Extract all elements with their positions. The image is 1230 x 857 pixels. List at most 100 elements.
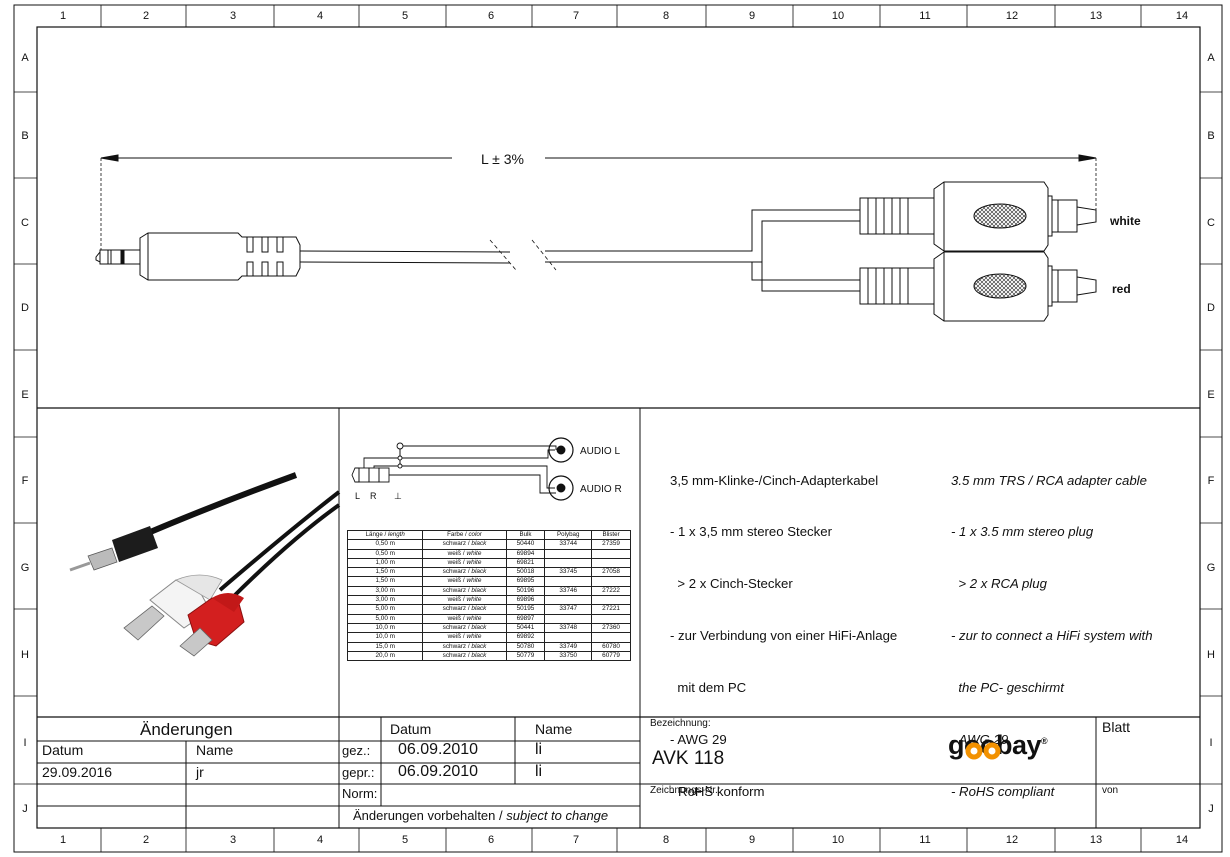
cell-length: 0,50 m: [346, 539, 424, 550]
column-label-bottom: 7: [573, 834, 579, 846]
blatt-label: Blatt: [1102, 719, 1131, 735]
cell-blister: [591, 632, 631, 643]
pin-r-label: R: [370, 491, 377, 501]
row-label-right: C: [1207, 217, 1215, 229]
cell-bulk: 69892: [505, 632, 546, 643]
gez-label: gez.:: [342, 743, 371, 758]
column-label-bottom: 9: [749, 834, 755, 846]
column-label-top: 2: [143, 10, 149, 22]
cable-break-marks: [489, 239, 557, 271]
product-photo: [69, 472, 341, 657]
column-label-bottom: 11: [919, 834, 930, 846]
changes-col-name: Name: [196, 742, 234, 758]
inner-frame: [36, 26, 1201, 829]
description-line: - 1 x 3,5 mm stereo Stecker: [670, 524, 832, 540]
cell-length: 10,0 m: [346, 632, 424, 643]
cable-branch-white: [545, 209, 860, 263]
cell-blister: [591, 548, 631, 559]
row-label-left: I: [23, 737, 26, 749]
cell-bulk: 69895: [505, 576, 546, 587]
row-label-right: I: [1209, 737, 1212, 749]
cell-length: 3,00 m: [346, 585, 424, 597]
row-label-left: J: [22, 803, 28, 815]
description-line: 3,5 mm-Klinke-/Cinch-Adapterkabel: [670, 472, 879, 488]
cell-polybag: 33748: [544, 622, 593, 634]
changes-row-name: jr: [196, 764, 204, 780]
cell-length: 5,00 m: [346, 613, 424, 624]
description-line: mit dem PC: [670, 680, 747, 696]
column-label-bottom: 12: [1006, 834, 1018, 846]
header-bulk: Bulk: [505, 529, 546, 541]
row-label-left: F: [22, 475, 29, 487]
cell-blister: [591, 557, 631, 569]
cell-length: 0,50 m: [346, 548, 424, 559]
row-label-right: H: [1207, 649, 1215, 661]
cell-color: schwarz / black: [422, 641, 507, 652]
row-label-right: B: [1207, 130, 1214, 142]
header-blister: Blister: [591, 529, 631, 541]
row-label-left: C: [21, 217, 29, 229]
article-number: AVK 118: [652, 748, 725, 769]
column-label-bottom: 8: [663, 834, 669, 846]
cell-bulk: 50779: [505, 650, 546, 662]
row-label-left: A: [21, 52, 29, 64]
von-label: von: [1102, 785, 1119, 796]
cell-color: weiß / white: [422, 576, 507, 587]
column-label-bottom: 3: [230, 834, 236, 846]
col-name: Name: [535, 721, 573, 737]
cell-color: schwarz / black: [422, 622, 507, 634]
cell-length: 5,00 m: [346, 604, 424, 615]
row-label-right: E: [1207, 389, 1214, 401]
column-label-top: 12: [1006, 10, 1018, 22]
cell-bulk: 50780: [505, 641, 546, 652]
outer-frame: [13, 4, 1223, 853]
description-line: - RoHS konform: [670, 783, 765, 799]
cell-polybag: [544, 576, 593, 587]
border-ruler: [14, 5, 1222, 852]
cell-bulk: 69894: [505, 548, 546, 559]
gepr-name: li: [535, 763, 543, 780]
description-german: 3,5 mm-Klinke-/Cinch-Adapterkabel - 1 x …: [670, 437, 897, 818]
cell-blister: 27222: [591, 585, 631, 597]
column-label-bottom: 10: [832, 834, 844, 846]
column-label-bottom: 4: [317, 834, 323, 846]
cell-blister: [591, 613, 631, 624]
cell-bulk: 50440: [505, 539, 546, 550]
column-label-top: 9: [749, 10, 755, 22]
cell-color: weiß / white: [422, 595, 507, 606]
white-plug-label: white: [1109, 214, 1141, 228]
cell-bulk: 69897: [505, 613, 546, 624]
cell-color: schwarz / black: [422, 567, 507, 578]
column-label-top: 10: [832, 10, 844, 22]
length-tolerance-label: L ± 3%: [481, 151, 524, 167]
column-label-top: 11: [919, 10, 930, 22]
cell-color: weiß / white: [422, 557, 507, 569]
red-plug-label: red: [1112, 282, 1131, 296]
gepr-date: 06.09.2010: [398, 763, 479, 780]
audio-l-label: AUDIO L: [580, 446, 620, 457]
variants-table: Länge / length Farbe / color Bulk Polyba…: [346, 529, 631, 662]
column-label-bottom: 6: [488, 834, 494, 846]
cell-length: 20,0 m: [346, 650, 424, 662]
column-label-top: 1: [60, 10, 66, 22]
pin-l-label: L: [355, 491, 360, 501]
cell-color: schwarz / black: [422, 604, 507, 615]
cell-color: schwarz / black: [422, 539, 507, 550]
cell-polybag: [544, 557, 593, 569]
cell-bulk: 50441: [505, 622, 546, 634]
changes-title: Änderungen: [140, 720, 233, 739]
cable-branch-red: [751, 262, 860, 292]
column-label-bottom: 2: [143, 834, 149, 846]
column-label-top: 8: [663, 10, 669, 22]
header-length: Länge / length: [346, 529, 424, 541]
description-line: the PC- geschirmt: [951, 680, 1064, 696]
change-notice: Änderungen vorbehalten / subject to chan…: [353, 808, 609, 823]
gez-date: 06.09.2010: [398, 741, 479, 758]
gez-name: li: [535, 741, 543, 758]
